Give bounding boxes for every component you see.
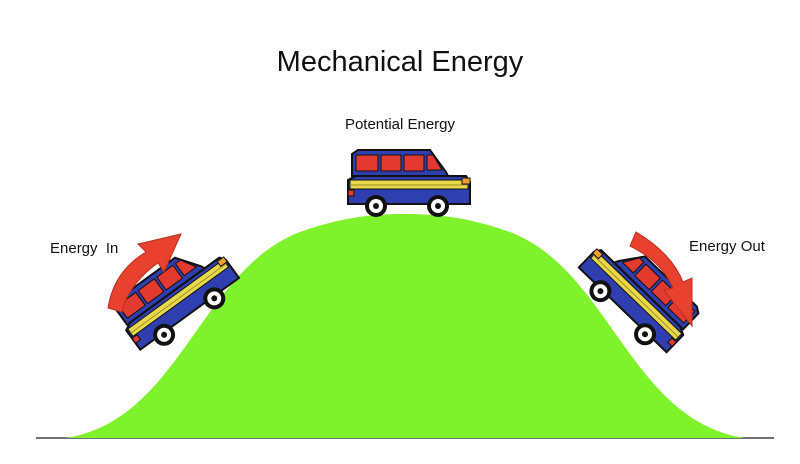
label-energy-out: Energy Out xyxy=(689,238,765,255)
hill xyxy=(66,214,744,438)
car-icon xyxy=(347,149,471,218)
curved-arrow-up-icon xyxy=(107,233,182,313)
label-energy-in: Energy In xyxy=(50,240,119,257)
curved-arrow-down-icon xyxy=(629,231,693,328)
label-potential-energy: Potential Energy xyxy=(344,116,456,133)
diagram-title: Mechanical Energy xyxy=(276,46,524,78)
